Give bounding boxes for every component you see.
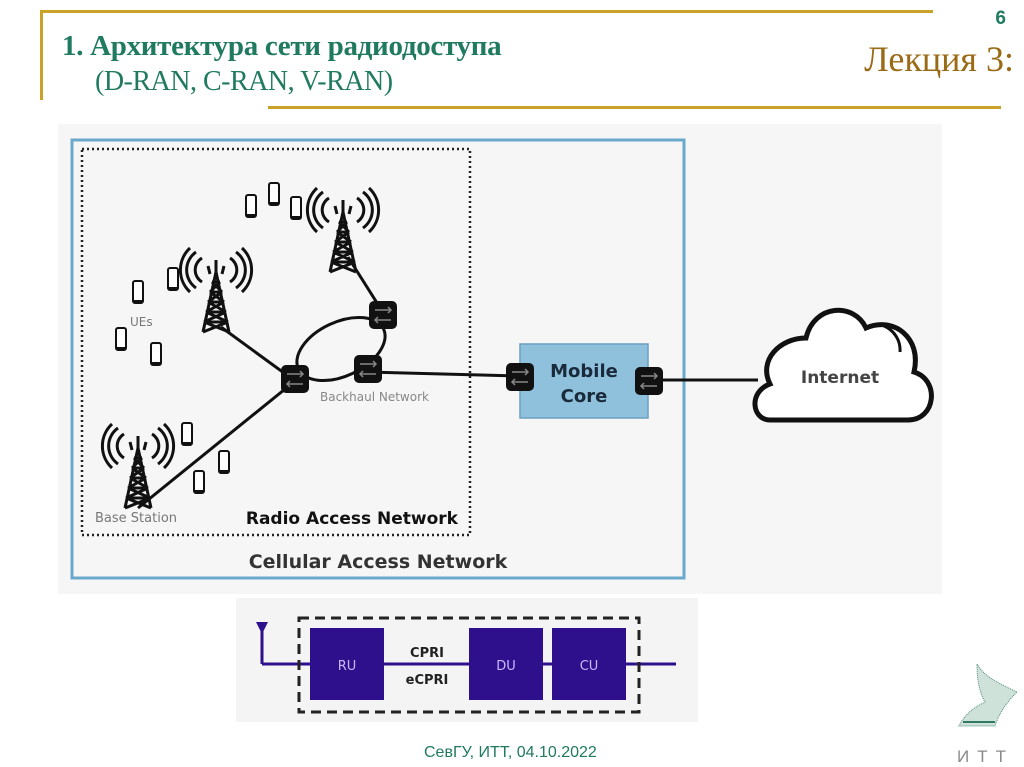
cellular-network-diagram: Mobile Core Internet UEs Backhaul Networ… <box>58 124 942 594</box>
smartphone-icon <box>218 450 230 474</box>
cellular-access-network-box <box>70 138 686 580</box>
smartphone-icon <box>181 422 193 446</box>
cu-label: CU <box>580 659 599 674</box>
header-top-rule <box>40 10 933 13</box>
network-switch-icon <box>634 366 664 396</box>
logo-text: ИТТ <box>957 747 1014 766</box>
mobile-core-box <box>519 343 649 419</box>
cellular-access-network-label: Cellular Access Network <box>249 551 508 573</box>
footer-text: СевГУ, ИТТ, 04.10.2022 <box>424 744 597 761</box>
smartphone-icon <box>245 194 257 218</box>
slide-title: 1. Архитектура сети радиодоступа <box>62 30 502 62</box>
smartphone-icon <box>115 327 127 351</box>
network-switch-icon <box>353 354 383 384</box>
network-links <box>137 256 758 510</box>
smartphone-icon <box>167 267 179 291</box>
ues-label: UEs <box>130 315 153 329</box>
header-bottom-rule <box>268 106 1001 109</box>
base-station-label: Base Station <box>95 511 177 526</box>
network-switch-icon <box>368 300 398 330</box>
backhaul-network-label: Backhaul Network <box>320 390 429 404</box>
radio-access-network-box <box>80 147 472 537</box>
ru-label: RU <box>338 659 357 674</box>
cpri-label: CPRI <box>410 646 444 661</box>
smartphone-icon <box>150 342 162 366</box>
split-dashed-box <box>297 616 641 714</box>
fronthaul-diagram: RU DU CU CPRI eCPRI <box>236 598 698 722</box>
network-switch-icon <box>505 362 535 392</box>
radio-access-network-label: Radio Access Network <box>246 509 459 529</box>
ru-box <box>310 628 384 700</box>
du-label: DU <box>496 659 516 674</box>
cloud-icon <box>752 307 934 423</box>
smartphone-icon <box>132 280 144 304</box>
header-left-rule <box>40 10 43 100</box>
mobile-core-label-2: Core <box>561 386 608 407</box>
slide-subtitle: (D-RAN, C-RAN, V-RAN) <box>95 66 393 97</box>
du-box <box>469 628 543 700</box>
mobile-core-label-1: Mobile <box>550 361 618 382</box>
itt-logo-icon <box>958 664 1018 727</box>
lecture-label: Лекция 3: <box>864 39 1014 79</box>
page-number: 6 <box>995 8 1006 29</box>
smartphone-icon <box>193 470 205 494</box>
smartphone-icon <box>268 182 280 206</box>
internet-label: Internet <box>801 368 879 388</box>
smartphone-icon <box>290 196 302 220</box>
ecpri-label: eCPRI <box>406 673 449 688</box>
network-switch-icon <box>280 364 310 394</box>
cu-box <box>552 628 626 700</box>
